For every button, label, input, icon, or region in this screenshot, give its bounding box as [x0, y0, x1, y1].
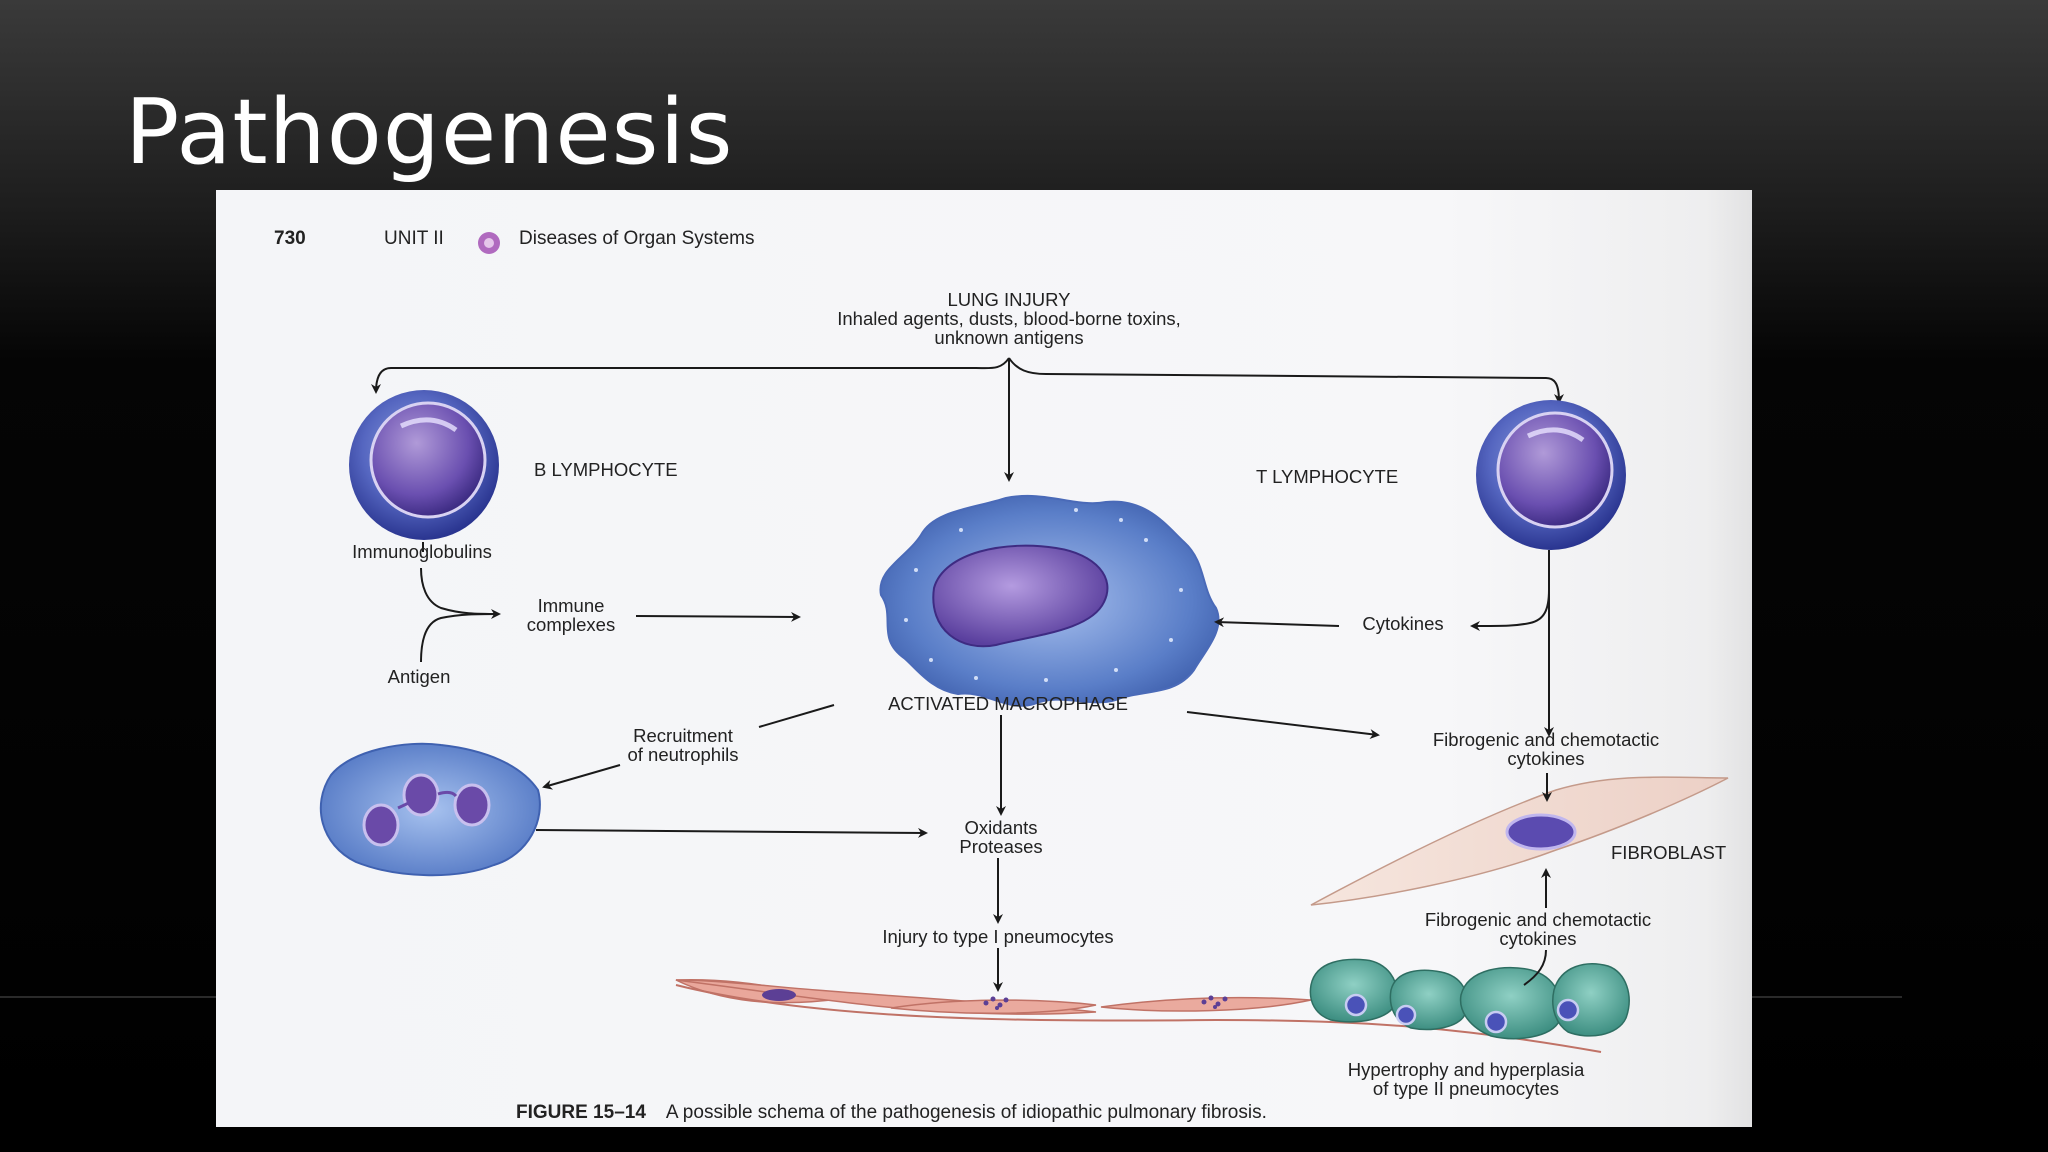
- unit-label: UNIT II: [384, 228, 444, 249]
- slide-divider-left: [0, 996, 216, 998]
- pathway-arrows: [420, 542, 1554, 992]
- b-lymphocyte-cell: [349, 390, 499, 540]
- b-lymphocyte-label: B LYMPHOCYTE: [534, 459, 678, 480]
- hypertrophy-type-ii-label: Hypertrophy and hyperplasia of type II p…: [1347, 1059, 1585, 1099]
- oxidants-proteases-label: Oxidants Proteases: [959, 817, 1043, 857]
- antigen-label: Antigen: [387, 666, 451, 687]
- figure-caption: FIGURE 15–14 A possible schema of the pat…: [516, 1102, 1267, 1124]
- slide-title: Pathogenesis: [125, 80, 734, 185]
- figure-number: FIGURE 15–14: [516, 1102, 646, 1123]
- section-title: Diseases of Organ Systems: [519, 228, 755, 249]
- t-lymphocyte-label: T LYMPHOCYTE: [1256, 466, 1399, 487]
- t-lymphocyte-cell: [1476, 400, 1626, 550]
- figure-caption-text: A possible schema of the pathogenesis of…: [665, 1102, 1267, 1123]
- neutrophil-cell: [319, 742, 541, 877]
- fibrogenic-cytokines-bottom-label: Fibrogenic and chemotactic cytokines: [1424, 909, 1652, 949]
- textbook-figure-image: 730 UNIT II Diseases of Organ Systems: [216, 190, 1752, 1127]
- immunoglobulins-label: Immunoglobulins: [352, 541, 492, 562]
- activated-macrophage-label: ACTIVATED MACROPHAGE: [888, 693, 1128, 714]
- cytokines-label: Cytokines: [1362, 613, 1444, 634]
- slide-divider-right: [1752, 996, 1902, 998]
- fibrogenic-cytokines-top-label: Fibrogenic and chemotactic cytokines: [1432, 729, 1660, 769]
- unit-dot-icon: [478, 232, 500, 254]
- recruitment-of-neutrophils-label: Recruitment of neutrophils: [627, 725, 739, 765]
- pathogenesis-diagram: [319, 357, 1729, 1053]
- injury-type-i-label: Injury to type I pneumocytes: [882, 926, 1114, 947]
- immune-complexes-label: Immune complexes: [526, 595, 616, 635]
- lung-injury-label: LUNG INJURY Inhaled agents, dusts, blood…: [837, 289, 1181, 348]
- fibroblast-cell: [1310, 776, 1729, 906]
- lung-injury-arrows: [371, 357, 1564, 482]
- fibroblast-label: FIBROBLAST: [1611, 842, 1727, 863]
- activated-macrophage-cell: [879, 494, 1220, 707]
- type-i-pneumocytes: [675, 979, 1602, 1053]
- page-number: 730: [274, 228, 306, 249]
- type-ii-pneumocytes: [1309, 958, 1630, 1040]
